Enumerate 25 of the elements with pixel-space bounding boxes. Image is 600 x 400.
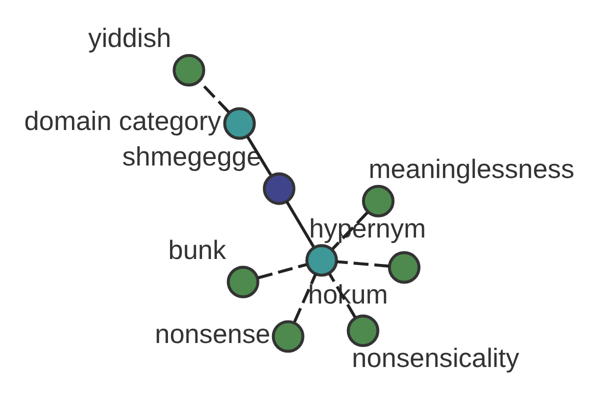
node-label: nonsensicality [352,342,520,372]
node-label: yiddish [88,22,172,53]
node-label: domain category [24,105,222,136]
node-circle [262,172,296,204]
node-label: shmegegge [122,141,262,172]
connector [246,135,272,176]
node-circle [346,314,380,347]
node-circle [272,320,304,352]
node-label: meaninglessness [368,154,574,184]
node-circle [172,53,206,86]
node-circle [388,250,420,284]
node-circle [226,265,260,298]
node-label: hokum [308,279,388,310]
node-label: bunk [168,234,226,264]
connector [258,262,307,279]
node-circle [223,106,256,140]
node-circle [305,244,338,276]
connector [328,272,356,318]
connector [293,272,318,322]
connector [285,200,315,247]
node-circle [362,184,395,217]
node-label: nonsense [154,318,270,348]
node-label: hypernym [309,212,426,243]
connector [336,260,390,268]
connector [332,211,368,250]
